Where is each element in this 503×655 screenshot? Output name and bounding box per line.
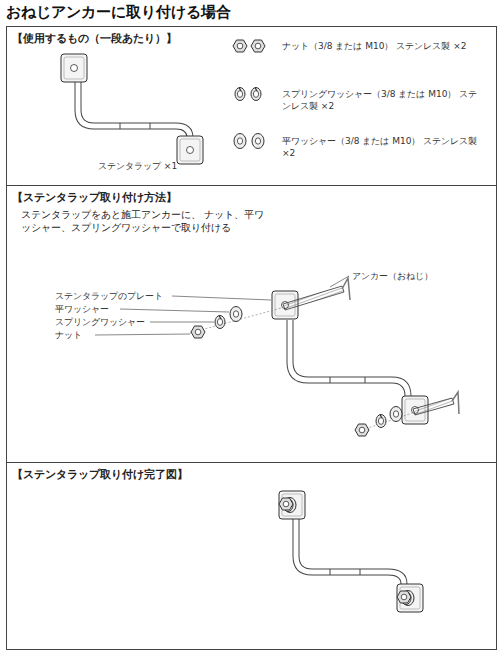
part-label: スプリングワッシャー: [55, 316, 155, 328]
part-label: スプリングワッシャー（3/8 または M10） ステンレス製 ×2: [282, 88, 482, 112]
page-title: おねじアンカーに取り付ける場合: [6, 3, 231, 22]
part-label: ナット（3/8 または M10） ステンレス製 ×2: [282, 40, 482, 52]
part-label: ステンタラップのプレート: [55, 290, 173, 302]
panel-body: ステンタラップをあと施工アンカーに、 ナット、平ワッシャー、スプリングワッシャー…: [21, 208, 271, 234]
panel-heading: 【ステンタラップ取り付け方法】: [12, 190, 177, 205]
part-label: 平ワッシャー: [55, 303, 125, 315]
part-label: アンカー（おねじ）: [352, 270, 472, 282]
panel-heading: 【ステンタラップ取り付け完了図】: [12, 467, 188, 482]
panel-box: 【ステンタラップ取り付け完了図】: [6, 462, 497, 650]
part-label: ステンタラップ ×1: [98, 160, 208, 172]
part-label: ナット: [55, 329, 95, 341]
part-label: 平ワッシャー（3/8 または M10） ステンレス製 ×2: [282, 135, 482, 159]
panel-heading: 【使用するもの（一段あたり）】: [12, 31, 177, 46]
